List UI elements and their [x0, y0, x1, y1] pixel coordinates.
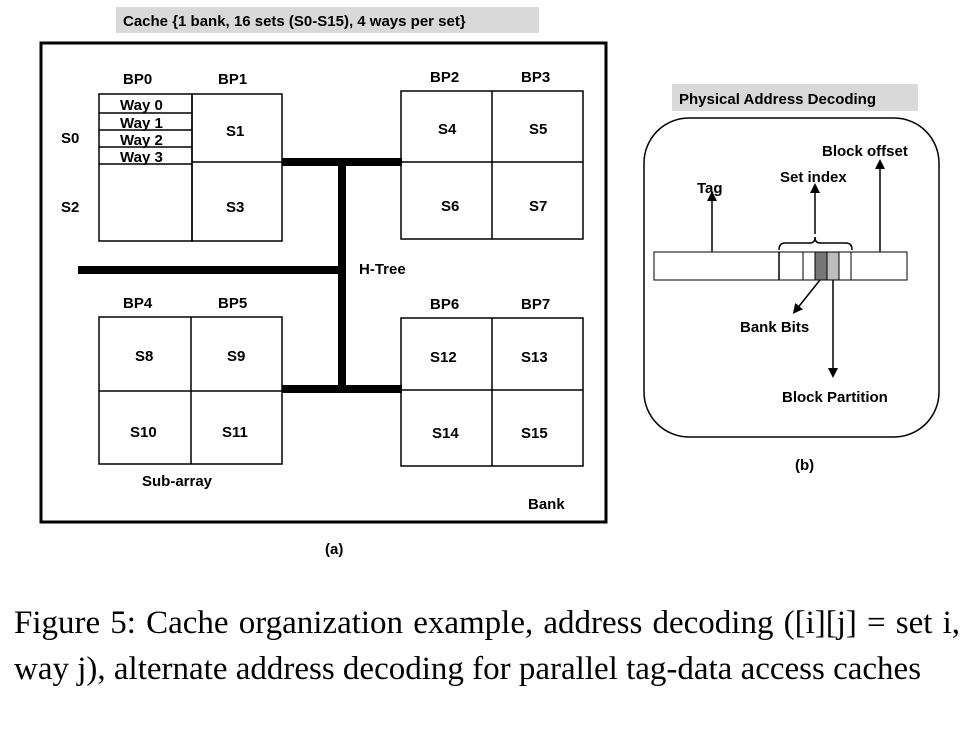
bp-label: BP5 — [218, 295, 247, 312]
tag-label: Tag — [697, 180, 723, 197]
set-label: S3 — [226, 199, 244, 216]
h-tree-label: H-Tree — [359, 261, 406, 278]
set-index-brace — [778, 236, 853, 251]
bp-label: BP4 — [123, 295, 153, 312]
set-label: S14 — [432, 425, 459, 442]
panel-b-title: Physical Address Decoding — [679, 91, 876, 108]
set-label: S2 — [61, 199, 79, 216]
set-label: S5 — [529, 121, 547, 138]
set-label: S0 — [61, 130, 79, 147]
set-label: S15 — [521, 425, 548, 442]
panel-a-label: (a) — [325, 541, 343, 558]
set-label: S10 — [130, 424, 157, 441]
way-label: Way 0 — [120, 97, 163, 114]
set-index-high-bit — [838, 251, 852, 281]
set-index-label: Set index — [780, 169, 847, 186]
set-label: S6 — [441, 198, 459, 215]
set-index-low-bit — [802, 251, 816, 281]
figure-caption: Figure 5: Cache organization example, ad… — [14, 605, 960, 687]
bank-outline — [39, 41, 608, 524]
set-label: S8 — [135, 348, 153, 365]
set-label: S9 — [227, 348, 245, 365]
bank-bits-label: Bank Bits — [740, 319, 809, 336]
bp-label: BP2 — [430, 69, 459, 86]
way-label: Way 1 — [120, 115, 163, 132]
way-label: Way 2 — [120, 132, 163, 149]
panel-b-label: (b) — [795, 457, 814, 474]
set-label: S13 — [521, 349, 548, 366]
h-tree — [78, 158, 402, 393]
block-partition-field — [826, 251, 840, 281]
set-label: S7 — [529, 198, 547, 215]
block-partition-label: Block Partition — [782, 389, 888, 406]
bank-bits-arrow — [792, 279, 821, 314]
subarray-bottom-right — [400, 317, 584, 467]
set-label: S1 — [226, 123, 244, 140]
way-label: Way 3 — [120, 149, 163, 166]
panel-a-title-bg — [116, 7, 539, 33]
subarray-top-right — [400, 90, 584, 240]
block-offset-label: Block offset — [822, 143, 908, 160]
bp-label: BP1 — [218, 71, 247, 88]
panel-b: Physical Address Decoding Tag Set index … — [643, 84, 940, 474]
panel-a-title: Cache {1 bank, 16 sets (S0-S15), 4 ways … — [123, 13, 466, 30]
panel-a: Cache {1 bank, 16 sets (S0-S15), 4 ways … — [39, 7, 608, 558]
subarray-label: Sub-array — [142, 473, 213, 490]
bank-bits-field — [814, 251, 828, 281]
set-label: S4 — [438, 121, 457, 138]
set-label: S12 — [430, 349, 457, 366]
panel-b-title-bg — [672, 84, 918, 111]
address-bar — [653, 251, 908, 281]
subarray-bottom-left — [98, 316, 283, 465]
bank-label: Bank — [528, 496, 565, 513]
bp-label: BP6 — [430, 296, 459, 313]
bp-label: BP3 — [521, 69, 550, 86]
panel-b-outline — [643, 117, 940, 438]
bp-label: BP7 — [521, 296, 550, 313]
set-label: S11 — [222, 424, 248, 441]
subarray-top-left — [98, 93, 283, 242]
bp-label: BP0 — [123, 71, 152, 88]
